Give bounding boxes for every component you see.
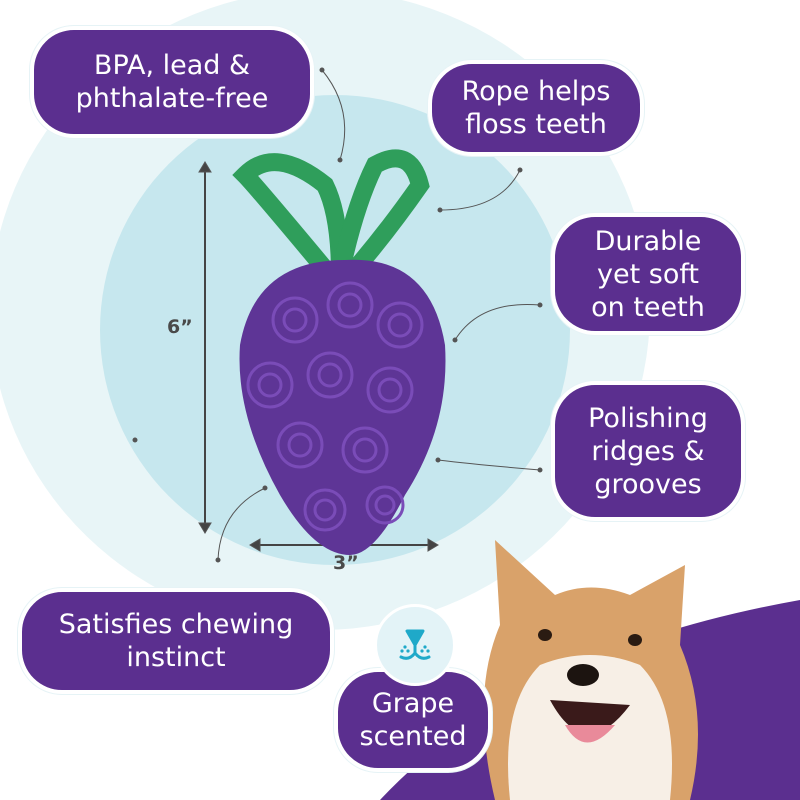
feature-label: Grape — [371, 688, 455, 719]
feature-label: Polishing — [588, 402, 708, 434]
feature-label: floss teeth — [465, 109, 607, 140]
height-dimension-label: 6” — [167, 316, 193, 338]
feature-label: scented — [359, 721, 467, 752]
feature-label: BPA, lead & — [93, 50, 251, 81]
feature-label: yet soft — [597, 258, 699, 290]
feature-label: phthalate-free — [75, 83, 269, 114]
grape-toy-image — [232, 149, 446, 555]
feature-label: instinct — [126, 642, 226, 673]
feature-label: Rope helps — [461, 76, 611, 107]
feature-label: on teeth — [591, 291, 705, 323]
feature-label: Durable — [594, 225, 702, 257]
feature-label: ridges & — [591, 435, 705, 467]
dog-nose-icon — [374, 604, 456, 686]
feature-bpa-free: BPA, lead &phthalate-free — [30, 26, 314, 138]
shiba-dog-image — [483, 540, 698, 800]
feature-label: grooves — [594, 468, 702, 500]
feature-label: Satisfies chewing — [58, 609, 294, 640]
width-dimension-label: 3” — [333, 552, 359, 574]
